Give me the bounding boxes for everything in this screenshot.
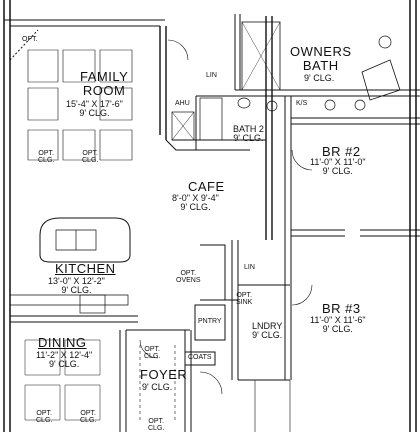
opt-sink-label: OPT.SINK — [236, 292, 253, 307]
foyer-opt-label-2: OPT.CLG. — [148, 418, 165, 432]
ahu-x — [171, 111, 195, 141]
family-window-grid — [27, 49, 133, 161]
owners-bath-clg: 9' CLG. — [304, 73, 335, 83]
cafe-dims: 8'-0" X 9'-4"9' CLG. — [172, 193, 219, 213]
coats-label: COATS — [188, 354, 212, 361]
br-east-wall — [409, 0, 417, 432]
oven-cab — [200, 244, 226, 301]
foyer-opt-label: OPT.CLG. — [144, 346, 161, 361]
island-sink — [55, 229, 97, 251]
coats — [185, 351, 216, 366]
door-arcs — [139, 39, 313, 395]
ahu-box — [171, 111, 195, 141]
br2-dims: 11'-0" X 11'-0"9' CLG. — [310, 157, 366, 177]
ks-label: K/S — [296, 100, 308, 107]
toilet-owners — [378, 35, 392, 49]
linen-label-2: LIN — [244, 264, 255, 271]
sink-ks2 — [354, 99, 366, 111]
br2-wall — [291, 117, 420, 237]
kitchen-counter — [9, 294, 129, 306]
ahu-label: AHU — [175, 100, 190, 107]
foyer-walls — [126, 329, 192, 432]
family-opt-label-3: OPT.CLG. — [82, 150, 99, 165]
family-room-dims: 15'-4" X 17'-6"9' CLG. — [66, 99, 123, 119]
toilet-bath2 — [237, 97, 251, 109]
br3-name: BR #3 — [322, 301, 361, 316]
family-opt-corner — [9, 29, 39, 61]
tub-bath2 — [199, 97, 223, 141]
porch — [254, 380, 291, 432]
dining-opt-label-2: OPT.CLG. — [80, 410, 97, 425]
sink-bath2 — [266, 100, 278, 112]
kitchen-island — [39, 217, 131, 263]
dining-name: DINING — [38, 335, 87, 350]
dining-dims: 11'-2" X 12'-4"9' CLG. — [36, 350, 93, 370]
dining-opt-label: OPT.CLG. — [36, 410, 53, 425]
owners-bath-walls — [234, 14, 420, 97]
foyer-window — [139, 345, 176, 420]
foyer-name: FOYER — [140, 367, 188, 382]
opt-ovens-label: OPT.OVENS — [176, 270, 201, 285]
foyer-clg: 9' CLG. — [142, 382, 173, 392]
center-wall — [265, 16, 273, 240]
cafe-name: CAFE — [188, 179, 225, 194]
br2-name: BR #2 — [322, 144, 361, 159]
kitchen-name: KITCHEN — [55, 261, 116, 276]
pantry-label: PNTRY — [198, 318, 222, 325]
sink-ks — [324, 99, 336, 111]
dining-wall — [9, 322, 127, 432]
family-east-wall — [159, 26, 167, 140]
family-opt-label-2: OPT.CLG. — [38, 150, 55, 165]
shower-hatch — [241, 21, 281, 91]
family-opt-label: OPT. — [22, 36, 38, 43]
bath2-walls — [195, 95, 292, 240]
shower — [241, 21, 281, 91]
hall-walls — [231, 240, 292, 380]
top-wall — [4, 19, 165, 27]
pantry — [194, 304, 226, 341]
range — [79, 294, 106, 314]
kitchen-south-wall — [10, 315, 138, 323]
linen-label: LIN — [206, 72, 217, 79]
dining-window-grid — [24, 339, 101, 421]
exterior-wall — [3, 0, 11, 432]
br3-dims: 11'-0" X 11'-6"9' CLG. — [310, 315, 366, 335]
tub — [361, 59, 401, 101]
kitchen-dims: 13'-0" X 12'-2"9' CLG. — [48, 276, 105, 296]
